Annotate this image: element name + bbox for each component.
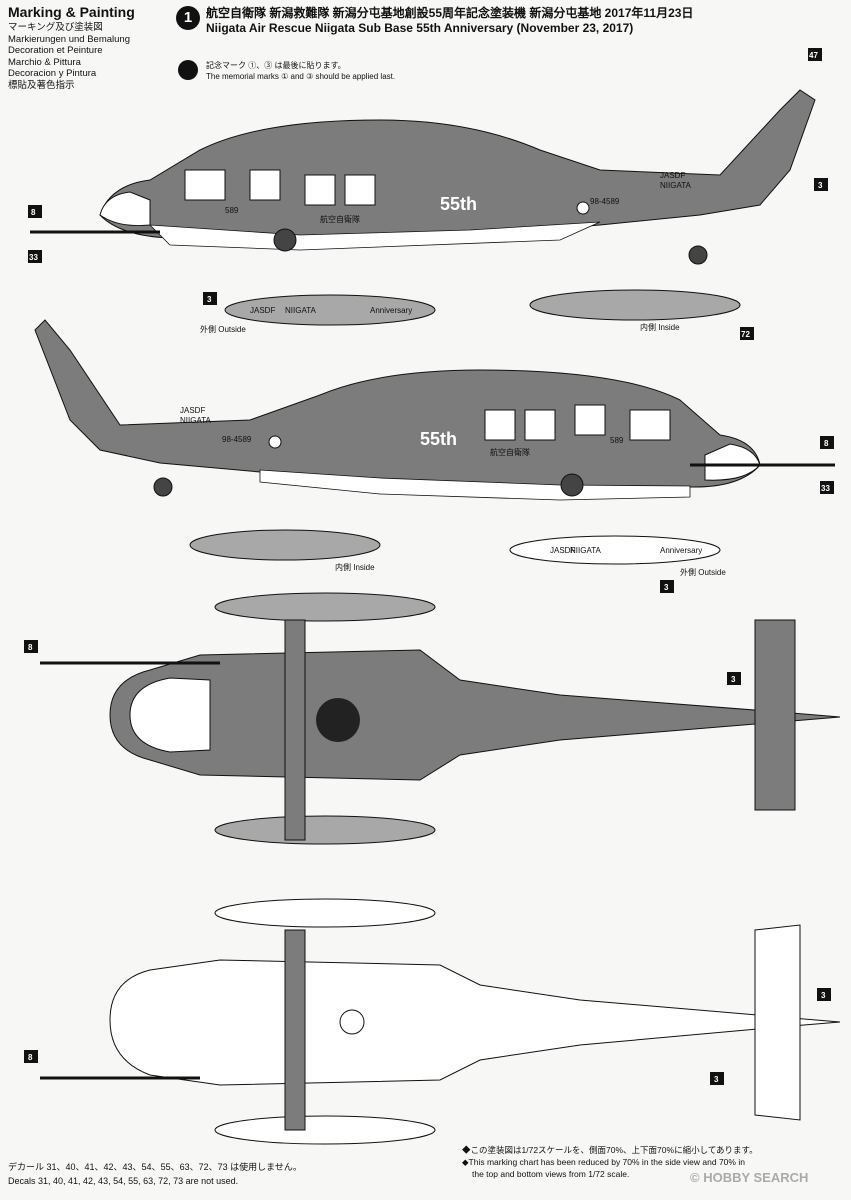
nose-1 (99, 191, 151, 226)
bottom-view (40, 898, 841, 1145)
tail-wheel (688, 245, 708, 265)
tank-jasdf: JASDF (550, 546, 575, 555)
hinomaru (268, 435, 282, 449)
anniversary-55-mark: 55th (440, 194, 477, 214)
svg-text:72: 72 (741, 330, 750, 339)
svg-text:3: 3 (714, 1075, 719, 1084)
scale-note-jp: ◆この塗装図は1/72スケールを、側面70%、上下面70%に縮小してあります。 (462, 1145, 758, 1155)
window (484, 409, 516, 441)
lang-line: Decoracion y Pintura (8, 68, 97, 79)
svg-text:3: 3 (818, 181, 823, 190)
cockpit-window (184, 169, 226, 201)
jasdf-text: JASDF (180, 406, 205, 415)
belly-light-2 (259, 469, 691, 501)
label-inside: 内側 Inside (335, 562, 375, 572)
top-view (40, 592, 841, 845)
main-wheel (560, 473, 584, 497)
svg-text:33: 33 (29, 253, 38, 262)
stub-wing (284, 929, 306, 1131)
fuselage-bottom (109, 959, 841, 1086)
brush-icon (178, 60, 198, 80)
scale-note-en-1: ◆This marking chart has been reduced by … (462, 1157, 745, 1167)
scheme-title-en: Niigata Air Rescue Niigata Sub Base 55th… (206, 21, 634, 35)
nose-2 (704, 443, 761, 481)
tank-jasdf: JASDF (250, 306, 275, 315)
niigata-text: NIIGATA (660, 181, 691, 190)
svg-text:3: 3 (207, 295, 212, 304)
svg-text:8: 8 (28, 643, 33, 652)
stabilizer-bottom (754, 924, 801, 1121)
scheme-title-jp: 航空自衛隊 新潟救難隊 新潟分屯基地創設55周年記念塗装機 新潟分屯基地 201… (206, 6, 694, 20)
serial-text: 98-4589 (590, 197, 620, 206)
side-view-left: 589 航空自衛隊 98-4589 JASDF NIIGATA 55th (30, 89, 816, 265)
jasdf-text: JASDF (660, 171, 685, 180)
stabilizer (754, 619, 796, 811)
fuel-tank-inside-2 (189, 529, 381, 561)
window (344, 174, 376, 206)
lang-line: マーキング及び塗装図 (8, 22, 103, 33)
svg-text:33: 33 (821, 484, 830, 493)
tank-niigata: NIIGATA (570, 546, 601, 555)
lang-line: Marchio & Pittura (8, 56, 81, 68)
fuel-tank-outside-1 (224, 294, 436, 326)
svg-text:3: 3 (731, 675, 736, 684)
language-list: マーキング及び塗装図 Markierungen und Bemalung Dec… (8, 22, 130, 91)
kanji-mark: 航空自衛隊 (320, 214, 360, 224)
fuel-tank-outside-2 (509, 535, 721, 565)
note-en: The memorial marks ① and ③ should be app… (206, 72, 396, 81)
cockpit-top (129, 677, 211, 753)
belly-light-1 (148, 221, 601, 251)
svg-text:3: 3 (664, 583, 669, 592)
tank-anniversary: Anniversary (660, 546, 702, 555)
window (524, 409, 556, 441)
svg-text:8: 8 (824, 439, 829, 448)
tank-niigata: NIIGATA (285, 306, 316, 315)
fuselage-side-1 (99, 89, 816, 241)
rotor-hub (316, 698, 360, 742)
side-view-right: 98-4589 JASDF NIIGATA 航空自衛隊 589 55th (34, 319, 835, 501)
niigata-text: NIIGATA (180, 416, 211, 425)
svg-text:8: 8 (31, 208, 36, 217)
anniversary-55-mark: 55th (420, 429, 457, 449)
serial-text: 98-4589 (222, 435, 252, 444)
decals-note-jp: デカール 31、40、41、42、43、54、55、63、72、73 は使用しま… (8, 1162, 302, 1172)
kanji-mark: 航空自衛隊 (490, 447, 530, 457)
tank-anniversary: Anniversary (370, 306, 412, 315)
scale-note-en-2: the top and bottom views from 1/72 scale… (472, 1169, 630, 1179)
scheme-number-badge: 1 (176, 6, 200, 30)
stub-wing (284, 619, 306, 841)
main-wheel (273, 228, 297, 252)
tank-bottom-upper (214, 898, 436, 928)
cockpit-window (629, 409, 671, 441)
hinomaru (576, 201, 590, 215)
svg-text:8: 8 (28, 1053, 33, 1062)
code-text: 589 (610, 436, 624, 445)
label-outside: 外側 Outside (680, 567, 726, 577)
tank-top-lower (214, 815, 436, 845)
tail-wheel (153, 477, 173, 497)
label-inside: 内側 Inside (640, 322, 680, 332)
label-outside: 外側 Outside (200, 324, 246, 334)
fuselage-top (109, 649, 841, 781)
svg-text:47: 47 (809, 51, 818, 60)
note-jp: 記念マーク ①、③ は最後に貼ります。 (206, 61, 346, 70)
code-text: 589 (225, 206, 239, 215)
window (249, 169, 281, 201)
decals-note-en: Decals 31, 40, 41, 42, 43, 54, 55, 63, 7… (8, 1176, 239, 1186)
lang-line: Decoration et Peinture (8, 45, 103, 56)
lang-line: 標貼及著色指示 (8, 79, 75, 91)
window (304, 174, 336, 206)
svg-text:3: 3 (821, 991, 826, 1000)
fuselage-side-2 (34, 319, 761, 488)
tank-bottom-lower (214, 1115, 436, 1145)
watermark-logo: © HOBBY SEARCH (690, 1170, 809, 1185)
tank-top-upper (214, 592, 436, 622)
fuel-tank-inside-1 (529, 289, 741, 321)
page-title: Marking & Painting (8, 4, 135, 20)
lang-line: Markierungen und Bemalung (8, 33, 130, 45)
callout-squares: 8 33 3 72 47 3 8 33 3 8 3 8 3 3 (24, 48, 834, 1085)
window (574, 404, 606, 436)
hatch (339, 1009, 365, 1035)
